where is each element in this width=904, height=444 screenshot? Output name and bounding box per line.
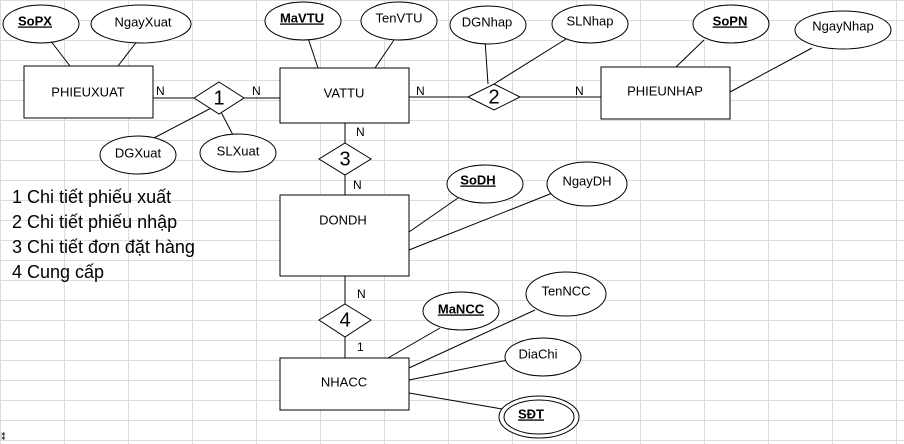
attribute-dgxuat: DGXuat <box>115 145 162 160</box>
cardinality-r1-right: N <box>252 84 261 98</box>
entity-phieunhap-box <box>600 66 731 120</box>
relationship-4-diamond <box>318 303 372 338</box>
attribute-sodh: SoDH <box>460 172 495 187</box>
attribute-sdt: SĐT <box>518 406 544 421</box>
attribute-ngaynhap: NgayNhap <box>812 18 873 33</box>
entity-dondh: DONDH <box>319 212 367 227</box>
cardinality-r4-bottom: 1 <box>357 340 364 354</box>
attribute-ngaydh-oval <box>546 161 628 207</box>
legend-item: 1 Chi tiết phiếu xuất <box>12 187 172 207</box>
attribute-slnhap: SLNhap <box>567 13 614 28</box>
attribute-dgnhap-oval <box>449 5 527 45</box>
attribute-mancc-oval <box>422 291 500 331</box>
entity-phieunhap: PHIEUNHAP <box>627 83 703 98</box>
cardinality-r3-bottom: N <box>353 178 362 192</box>
attribute-diachi-oval <box>504 337 582 377</box>
cardinality-r4-top: N <box>357 287 366 301</box>
attribute-slnhap-oval <box>551 4 629 44</box>
attribute-ngaydh: NgayDH <box>562 173 611 188</box>
attribute-ngaynhap-oval <box>794 10 892 50</box>
relationship-3-label: 3 <box>339 148 350 170</box>
relationship-legend: 1 Chi tiết phiếu xuất 2 Chi tiết phiếu n… <box>12 185 195 285</box>
relationship-4-label: 4 <box>339 309 350 331</box>
relationship-1-label: 1 <box>213 87 224 109</box>
attribute-tenvtu: TenVTU <box>376 10 423 25</box>
entity-dondh-box <box>279 194 410 277</box>
attribute-sopn-oval <box>692 4 770 44</box>
attribute-slxuat: SLXuat <box>217 143 260 158</box>
relationship-1-diamond <box>193 81 245 115</box>
cardinality-r1-left: N <box>156 84 165 98</box>
legend-item: 2 Chi tiết phiếu nhập <box>12 212 178 232</box>
relationship-3-diamond <box>318 142 372 176</box>
attribute-sopn: SoPN <box>713 13 748 28</box>
attribute-diachi: DiaChi <box>518 346 557 361</box>
attribute-sopx-oval <box>2 4 80 44</box>
cardinality-r2-right: N <box>575 84 584 98</box>
attribute-sopx: SoPX <box>18 13 52 28</box>
entity-phieuxuat-box <box>23 65 154 119</box>
attribute-sodh-oval <box>446 164 524 204</box>
attribute-mancc: MaNCC <box>438 301 485 316</box>
entity-vattu: VATTU <box>324 85 365 100</box>
attribute-slxuat-oval <box>199 133 277 173</box>
legend-item: 4 Cung cấp <box>12 262 105 282</box>
cardinality-r3-top: N <box>356 125 365 139</box>
attribute-dgxuat-oval <box>99 135 177 175</box>
entity-phieuxuat: PHIEUXUAT <box>51 84 124 99</box>
entity-nhacc-box <box>279 357 410 411</box>
relationship-2-label: 2 <box>488 86 499 108</box>
entity-vattu-box <box>279 67 410 124</box>
entity-nhacc: NHACC <box>321 374 367 389</box>
connector-lines <box>49 37 813 411</box>
cardinality-r2-left: N <box>416 84 425 98</box>
corner-mark: ⁑ <box>1 432 6 442</box>
attribute-dgnhap: DGNhap <box>462 14 513 29</box>
attribute-mavtu-oval <box>264 1 342 41</box>
attribute-ngayxuat-oval <box>90 4 192 44</box>
legend-item: 3 Chi tiết đơn đặt hàng <box>12 237 195 257</box>
attribute-sdt-inner-oval <box>503 399 575 435</box>
attribute-tenncc: TenNCC <box>541 283 590 298</box>
relationship-2-diamond <box>466 83 522 111</box>
attribute-tenvtu-oval <box>360 1 438 41</box>
attribute-tenncc-oval <box>525 271 607 317</box>
attribute-ngayxuat: NgayXuat <box>114 14 171 29</box>
attribute-mavtu: MaVTU <box>280 10 324 25</box>
